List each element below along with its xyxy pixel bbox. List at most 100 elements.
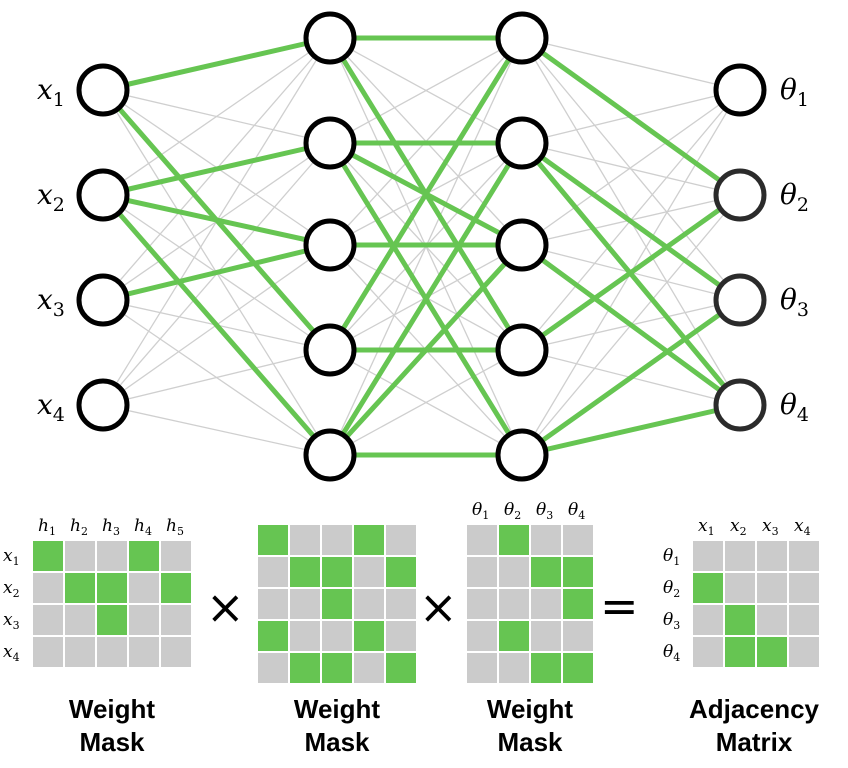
adjacency-matrix-cell-2-0 xyxy=(691,603,725,637)
weight-mask-1-row-label-2: x2 xyxy=(3,578,20,600)
hidden-1-node-2 xyxy=(303,116,357,170)
edge-l1-1-0 xyxy=(329,37,523,144)
weight-mask-2-cell-2-4 xyxy=(384,587,418,621)
adjacency-matrix-cell-3-2 xyxy=(755,635,789,669)
weight-mask-3-cell-0-2 xyxy=(529,523,563,557)
weight-mask-1-row-label-4: x4 xyxy=(3,642,20,664)
active-edge-l2-4-3 xyxy=(519,402,743,458)
adjacency-matrix-cell-2-1 xyxy=(723,603,757,637)
input-node-3 xyxy=(76,273,130,327)
weight-mask-1-cell-3-0 xyxy=(31,635,65,669)
adjacency-matrix-cell-1-0 xyxy=(691,571,725,605)
weight-mask-2-caption-line-2: Mask xyxy=(304,727,370,757)
weight-mask-3-col-label-4: θ4 xyxy=(568,500,585,522)
edge-l0-3-4 xyxy=(102,404,331,456)
output-label-1: θ1 xyxy=(780,73,809,111)
adjacency-matrix-row-label-3: θ3 xyxy=(663,610,680,632)
weight-mask-2-cell-2-1 xyxy=(288,587,322,621)
weight-mask-1-cell-0-2 xyxy=(95,539,129,573)
weight-mask-2-cell-4-3 xyxy=(352,651,386,685)
active-edge-l1-4-2 xyxy=(327,242,525,458)
output-label-4: θ4 xyxy=(780,388,809,426)
weight-mask-3-cell-4-1 xyxy=(497,651,531,685)
weight-mask-1-cell-3-3 xyxy=(127,635,161,669)
weight-mask-2-cell-3-1 xyxy=(288,619,322,653)
weight-mask-3-col-label-3: θ3 xyxy=(536,500,553,522)
adjacency-matrix-caption-line-2: Matrix xyxy=(716,727,793,757)
adjacency-matrix-cell-0-0 xyxy=(691,539,725,573)
weight-mask-3-cell-2-0 xyxy=(465,587,499,621)
weight-mask-3-cell-3-2 xyxy=(529,619,563,653)
weight-mask-3-cell-4-3 xyxy=(561,651,595,685)
weight-mask-2-cell-3-0 xyxy=(256,619,290,653)
weight-mask-2-caption-line-1: Weight xyxy=(294,694,381,724)
adjacency-matrix-row-label-4: θ4 xyxy=(663,642,680,664)
weight-mask-3-cell-3-0 xyxy=(465,619,499,653)
adjacency-matrix-cell-0-3 xyxy=(787,539,821,573)
weight-mask-1-cell-0-1 xyxy=(63,539,97,573)
adjacency-matrix-row-label-1: θ1 xyxy=(663,546,680,568)
adjacency-matrix-cell-2-3 xyxy=(787,603,821,637)
weight-mask-1-cell-3-4 xyxy=(159,635,193,669)
edge-l0-3-3 xyxy=(102,349,331,406)
active-edge-l2-4-2 xyxy=(519,297,743,458)
weight-mask-1-cell-2-4 xyxy=(159,603,193,637)
edge-l2-2-0 xyxy=(521,89,741,246)
weight-mask-1-row-label-1: x1 xyxy=(3,546,20,568)
adjacency-matrix-cell-3-1 xyxy=(723,635,757,669)
weight-mask-3-caption-line-2: Mask xyxy=(497,727,563,757)
weight-mask-2-cell-4-2 xyxy=(320,651,354,685)
weight-mask-3-cell-4-2 xyxy=(529,651,563,685)
adjacency-matrix-cell-1-1 xyxy=(723,571,757,605)
weight-mask-3-cell-0-1 xyxy=(497,523,531,557)
active-edge-l2-2-3 xyxy=(519,242,743,408)
input-label-4: x4 xyxy=(37,388,65,426)
multiply-operator-2: × xyxy=(419,580,458,634)
input-node-4 xyxy=(76,378,130,432)
weight-mask-3-caption-line-1: Weight xyxy=(487,694,574,724)
weight-mask-2 xyxy=(256,523,418,685)
weight-mask-1-cell-1-3 xyxy=(127,571,161,605)
hidden-1-node-1 xyxy=(303,11,357,65)
weight-mask-2-cell-0-4 xyxy=(384,523,418,557)
active-edge-l2-1-2 xyxy=(519,140,743,303)
adjacency-matrix-row-label-2: θ2 xyxy=(663,578,680,600)
weight-mask-1-cell-1-4 xyxy=(159,571,193,605)
weight-mask-1-caption-line-1: Weight xyxy=(69,694,156,724)
weight-mask-3-cell-0-3 xyxy=(561,523,595,557)
active-edge-l2-3-1 xyxy=(519,192,743,353)
weight-mask-3-cell-1-0 xyxy=(465,555,499,589)
input-label-2: x2 xyxy=(37,178,65,216)
weight-mask-1-cell-2-0 xyxy=(31,603,65,637)
output-label-2: θ2 xyxy=(780,178,809,216)
weight-mask-2-cell-0-1 xyxy=(288,523,322,557)
weight-mask-2-cell-4-4 xyxy=(384,651,418,685)
network-nodes xyxy=(76,11,767,482)
weight-mask-3-cell-3-3 xyxy=(561,619,595,653)
weight-mask-2-cell-1-2 xyxy=(320,555,354,589)
active-edge-l0-1-2 xyxy=(100,192,333,248)
adjacency-matrix-col-label-1: x1 xyxy=(698,516,715,538)
weight-mask-2-cell-4-0 xyxy=(256,651,290,685)
active-edges xyxy=(100,35,743,458)
weight-mask-1-cell-2-1 xyxy=(63,603,97,637)
weight-mask-2-cell-2-2 xyxy=(320,587,354,621)
weight-mask-1-caption-line-2: Mask xyxy=(79,727,145,757)
input-node-2 xyxy=(76,168,130,222)
weight-mask-1-cell-3-1 xyxy=(63,635,97,669)
adjacency-matrix-cell-0-1 xyxy=(723,539,757,573)
weight-mask-1-cell-1-0 xyxy=(31,571,65,605)
weight-mask-3-cell-1-1 xyxy=(497,555,531,589)
weight-mask-2-cell-2-3 xyxy=(352,587,386,621)
output-node-4 xyxy=(713,378,767,432)
hidden-2-node-2 xyxy=(495,116,549,170)
weight-mask-1-col-label-3: h3 xyxy=(102,516,120,538)
hidden-1-node-4 xyxy=(303,323,357,377)
edge-l2-1-1 xyxy=(521,142,741,196)
hidden-2-node-5 xyxy=(495,428,549,482)
weight-mask-2-cell-0-2 xyxy=(320,523,354,557)
hidden-1-node-5 xyxy=(303,428,357,482)
hidden-2-node-1 xyxy=(495,11,549,65)
